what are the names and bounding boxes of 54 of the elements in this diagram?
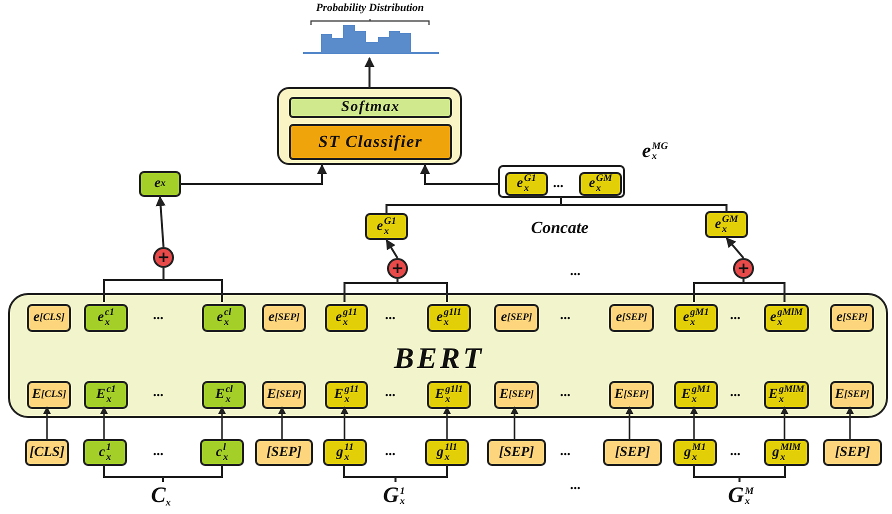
ellipsis: ... <box>570 478 580 494</box>
ellipsis: ... <box>560 444 570 460</box>
connector-line <box>742 279 786 302</box>
arrow <box>626 406 634 439</box>
ellipsis: ... <box>560 385 570 401</box>
arrow <box>181 164 327 185</box>
embedding-box: [SEP] <box>487 439 546 466</box>
arrow <box>690 406 698 439</box>
embedding-box: [SEP] <box>823 439 882 466</box>
arrow <box>278 406 286 439</box>
embedding-box: [CLS] <box>25 439 69 466</box>
layer-box: Softmax <box>289 97 452 118</box>
arrow <box>510 406 518 439</box>
arrow <box>364 57 374 87</box>
classifier-panel <box>277 87 462 165</box>
ellipsis: ... <box>570 264 580 280</box>
group-label: C$_{x}$ <box>151 482 171 508</box>
encoder-panel <box>8 293 888 418</box>
embedding-box: [SEP] <box>603 439 662 466</box>
embedding-box: [SEP] <box>255 439 313 466</box>
arrow <box>846 406 854 439</box>
ellipsis: ... <box>385 308 396 324</box>
distribution-title: Probability Distribution <box>315 2 425 14</box>
operation-label: Concate <box>531 218 589 238</box>
connector-line <box>693 279 744 302</box>
arrow <box>726 237 744 259</box>
arrow <box>420 164 498 185</box>
arrow <box>780 406 788 439</box>
arrow <box>443 406 451 439</box>
encoder-title: BERT <box>394 342 484 376</box>
arrow <box>43 406 51 439</box>
add-circle: + <box>387 258 408 279</box>
arrow <box>386 239 398 259</box>
ellipsis: ... <box>730 444 740 460</box>
ellipsis: ... <box>153 385 164 401</box>
layer-box: ST Classifier <box>289 124 452 160</box>
ellipsis: ... <box>730 385 740 401</box>
connector-line <box>344 279 398 302</box>
connector-line <box>162 268 223 302</box>
ellipsis: ... <box>385 385 396 401</box>
arrow <box>100 406 108 439</box>
add-circle: + <box>733 258 754 279</box>
ellipsis: ... <box>730 308 740 324</box>
connector-line <box>560 198 728 211</box>
ellipsis: ... <box>153 444 164 460</box>
add-circle: + <box>153 247 174 268</box>
ellipsis: ... <box>153 308 164 324</box>
connector-line <box>396 279 448 302</box>
ellipsis: ... <box>385 444 396 460</box>
arrow <box>340 406 348 439</box>
ellipsis: ... <box>560 308 570 324</box>
arrow <box>218 406 226 439</box>
ellipsis: ... <box>553 176 564 192</box>
arrow <box>156 196 166 248</box>
